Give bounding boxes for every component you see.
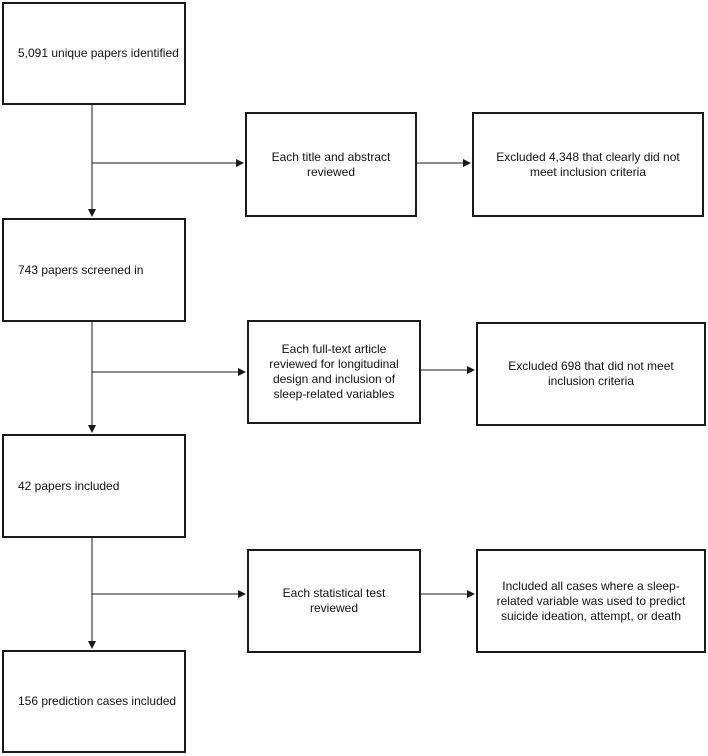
review-label: Each full-text article reviewed for long… xyxy=(269,342,399,401)
review-label: Each statistical test reviewed xyxy=(282,586,386,615)
outcome-label: Included all cases where a sleep-related… xyxy=(496,578,686,623)
review-box-statistical-test: Each statistical test reviewed xyxy=(247,549,421,653)
outcome-box-included-cases: Included all cases where a sleep-related… xyxy=(476,549,706,653)
review-label: Each title and abstract reviewed xyxy=(271,149,391,179)
stage-label: 156 prediction cases included xyxy=(18,694,177,708)
stage-box-identified: 5,091 unique papers identified xyxy=(2,2,186,105)
outcome-label: Excluded 4,348 that clearly did not meet… xyxy=(496,149,680,179)
stage-box-prediction-cases: 156 prediction cases included xyxy=(2,650,186,753)
outcome-box-excluded-698: Excluded 698 that did not meet inclusion… xyxy=(476,322,706,426)
outcome-box-excluded-4348: Excluded 4,348 that clearly did not meet… xyxy=(472,112,704,217)
stage-box-included: 42 papers included xyxy=(2,434,186,538)
outcome-label: Excluded 698 that did not meet inclusion… xyxy=(508,359,674,388)
review-box-title-abstract: Each title and abstract reviewed xyxy=(245,112,417,217)
stage-label: 743 papers screened in xyxy=(18,262,144,277)
stage-label: 5,091 unique papers identified xyxy=(18,46,179,60)
review-box-full-text: Each full-text article reviewed for long… xyxy=(247,320,421,424)
stage-box-screened: 743 papers screened in xyxy=(2,218,186,322)
stage-label: 42 papers included xyxy=(18,478,120,493)
